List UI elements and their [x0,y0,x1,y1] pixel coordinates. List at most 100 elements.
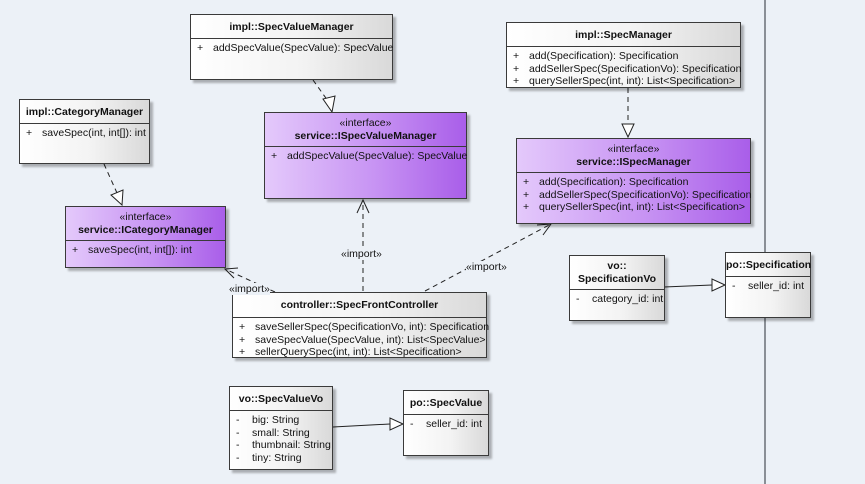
operation-signature: saveSpecValue(SpecValue, int): List<Spec… [255,333,486,346]
visibility-marker: + [239,333,246,346]
association-specificationvo-specification [663,278,727,292]
operation-signature: querySellerSpec(int, int): List<Specific… [539,201,746,213]
attribute-signature: thumbnail: String [252,439,331,451]
visibility-marker: - [236,439,240,451]
class-title: impl::SpecValueManager [191,15,392,39]
visibility-marker: + [523,188,530,201]
class-title-namespace: vo:: [607,260,627,272]
attribute: - category_id: int [576,293,664,306]
visibility-marker: + [513,50,520,62]
class-po-spec-value[interactable]: po::SpecValue - seller_id: int [403,390,489,456]
visibility-marker: + [239,346,246,358]
visibility-marker: + [523,201,530,213]
visibility-marker: + [523,176,530,188]
import-right [424,223,553,292]
visibility-marker: - [236,451,240,464]
import-center [356,198,370,291]
interface-i-spec-manager[interactable]: «interface» service::ISpecManager + add(… [516,138,751,224]
swimlane-divider [764,0,766,484]
visibility-marker: - [236,414,240,426]
operation-signature: add(Specification): Specification [539,176,689,188]
attributes-compartment: - big: String - small: String - thumbnai… [230,411,332,466]
operations-compartment: + addSpecValue(SpecValue): SpecValue [265,147,468,165]
attribute-signature: seller_id: int [426,418,483,430]
operation: + saveSpec(int, int[]): int [26,127,149,140]
class-title: po::SpecValue [404,391,488,415]
interface-title: service::ISpecManager [576,156,691,168]
operations-compartment: + add(Specification): Specification + ad… [517,173,752,216]
import-label-right: «import» [466,261,507,273]
operation: + addSpecValue(SpecValue): SpecValue [197,42,394,55]
visibility-marker: - [732,280,736,292]
operation: + sellerQuerySpec(int, int): List<Specif… [239,346,486,359]
operation: + addSellerSpec(SpecificationVo): Specif… [523,188,752,202]
operation: + add(Specification): Specification [523,176,750,189]
operation-signature: querySellerSpec(int, int): List<Specific… [529,75,736,87]
operations-compartment: + saveSpec(int, int[]): int [20,124,149,142]
operation-signature: saveSellerSpec(SpecificationVo, int): Sp… [255,321,490,333]
visibility-marker: + [271,150,278,162]
attribute: - big: String [236,414,332,427]
attribute: - seller_id: int [732,280,810,293]
visibility-marker: - [576,293,580,305]
attribute-signature: small: String [252,426,310,439]
operation-signature: add(Specification): Specification [529,50,679,62]
class-po-specification[interactable]: po::Specification - seller_id: int [725,252,811,318]
interface-header: «interface» service::ISpecValueManager [265,113,466,147]
operation: + addSellerSpec(SpecificationVo): Specif… [513,62,742,76]
interface-title: service::ICategoryManager [78,224,213,236]
attributes-compartment: - seller_id: int [726,277,810,295]
visibility-marker: + [72,244,79,256]
visibility-marker: + [239,321,246,333]
interface-header: «interface» service::ISpecManager [517,139,750,173]
class-header: vo:: SpecificationVo [570,256,664,290]
stereotype-label: «interface» [607,143,660,155]
class-category-manager-impl[interactable]: impl::CategoryManager + saveSpec(int, in… [19,99,150,164]
attribute: - small: String [236,427,332,440]
operation-signature: addSpecValue(SpecValue): SpecValue [287,150,468,162]
realization-spec-value-manager [312,79,336,114]
visibility-marker: - [410,418,414,430]
attribute-signature: category_id: int [592,293,664,305]
operation-signature: addSellerSpec(SpecificationVo): Specific… [539,188,752,201]
operation: + add(Specification): Specification [513,50,740,63]
class-spec-front-controller[interactable]: controller::SpecFrontController + saveSe… [232,292,490,361]
interface-header: «interface» service::ICategoryManager [66,207,225,241]
stereotype-label: «interface» [119,211,172,223]
interface-title: service::ISpecValueManager [294,130,437,142]
attribute: - seller_id: int [410,418,488,431]
attribute-signature: seller_id: int [748,280,805,292]
operation-signature: saveSpec(int, int[]): int [88,244,192,256]
realization-category-manager [103,163,124,207]
class-title: impl::SpecManager [507,23,740,47]
class-spec-value-vo[interactable]: vo::SpecValueVo - big: String - small: S… [229,386,333,470]
class-spec-manager-impl[interactable]: impl::SpecManager + add(Specification): … [506,22,741,88]
class-specification-vo[interactable]: vo:: SpecificationVo - category_id: int [569,255,665,321]
import-label-left: «import» [229,283,270,295]
operation-signature: saveSpec(int, int[]): int [42,127,146,139]
operations-compartment: + addSpecValue(SpecValue): SpecValue [191,39,394,57]
class-title: SpecificationVo [578,273,656,285]
operation-signature: sellerQuerySpec(int, int): List<Specific… [255,346,462,358]
attribute: - thumbnail: String [236,439,332,452]
attributes-compartment: - seller_id: int [404,415,488,433]
visibility-marker: + [513,75,520,87]
visibility-marker: + [197,42,204,54]
interface-i-spec-value-manager[interactable]: «interface» service::ISpecValueManager +… [264,112,467,199]
operation-signature: addSpecValue(SpecValue): SpecValue [213,42,394,54]
operation: + saveSpec(int, int[]): int [72,244,225,257]
operation-signature: addSellerSpec(SpecificationVo): Specific… [529,62,742,75]
visibility-marker: + [513,62,520,75]
class-title: impl::CategoryManager [20,100,149,124]
operations-compartment: + saveSellerSpec(SpecificationVo, int): … [233,318,490,361]
visibility-marker: + [26,127,33,139]
operation: + saveSpecValue(SpecValue, int): List<Sp… [239,334,486,347]
visibility-marker: - [236,426,240,439]
operations-compartment: + add(Specification): Specification + ad… [507,47,742,90]
operation: + querySellerSpec(int, int): List<Specif… [513,75,740,88]
operation: + saveSellerSpec(SpecificationVo, int): … [239,321,490,334]
interface-i-category-manager[interactable]: «interface» service::ICategoryManager + … [65,206,226,268]
class-spec-value-manager-impl[interactable]: impl::SpecValueManager + addSpecValue(Sp… [190,14,393,80]
